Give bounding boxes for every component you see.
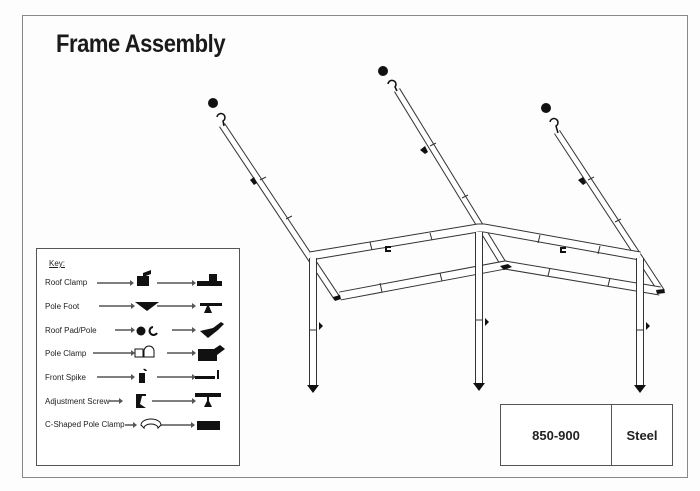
front-spike-result-icon: [195, 370, 219, 379]
key-label: Roof Pad/Pole: [45, 326, 97, 335]
key-item-front-spike: Front Spike: [45, 373, 86, 382]
c-shaped-clamp-icon: [140, 418, 162, 430]
key-label: Front Spike: [45, 373, 86, 382]
roof-pole-right: [554, 130, 665, 294]
pole-clamp-icon: [250, 177, 257, 185]
key-item-adjustment-screw: Adjustment Screw: [45, 397, 109, 406]
hook-icon: [148, 326, 158, 336]
roof-pad-icon: [136, 326, 146, 336]
key-item-roof-pad: Roof Pad/Pole: [45, 326, 97, 335]
roof-clamp-icon: [385, 246, 391, 252]
key-icons: [93, 270, 225, 430]
key-label: C-Shaped Pole Clamp: [45, 420, 125, 429]
page-border: [22, 15, 688, 478]
c-shaped-clamp-result-icon: [197, 421, 220, 430]
key-label: Roof Clamp: [45, 278, 88, 287]
key-label: Pole Foot: [45, 302, 80, 311]
roof-clamp-icon: [137, 270, 151, 286]
material-value: Steel: [626, 427, 658, 443]
pole-feet: [307, 383, 646, 393]
key-legend: Key: Roof Clamp Pole Foot Roof Pad/Pole …: [36, 248, 240, 466]
roof-pad-icon: [208, 98, 218, 108]
pole-foot-icon: [634, 385, 646, 393]
leg-poles: [309, 232, 644, 385]
roof-pole-left: [219, 123, 340, 300]
roof-pole-middle: [394, 88, 509, 270]
adjustment-screw-icon: [136, 394, 146, 408]
lower-ridge-pole: [339, 260, 661, 301]
roof-clamp-result-icon: [197, 274, 222, 286]
pole-clamp-icon: [420, 146, 428, 154]
key-item-c-shaped-clamp: C-Shaped Pole Clamp: [45, 420, 125, 429]
pole-clamp-result-icon: [198, 345, 225, 361]
roof-pad-result-icon: [200, 322, 224, 338]
roof-clamp-icon: [560, 247, 566, 253]
roof-pad-icon: [541, 103, 551, 113]
size-value: 850-900: [501, 405, 612, 465]
pole-clamp-icon: [134, 348, 144, 358]
key-label: Adjustment Screw: [45, 397, 110, 406]
roof-pads: [208, 66, 559, 134]
pole-clamp-icon: [578, 177, 586, 185]
pole-foot-result-icon: [200, 303, 222, 313]
page-title: Frame Assembly: [56, 30, 226, 58]
key-label: Pole Clamp: [45, 349, 87, 358]
adjustment-screw-result-icon: [195, 393, 221, 407]
roof-pad-icon: [378, 66, 388, 76]
key-item-roof-clamp: Roof Clamp: [45, 278, 87, 287]
front-spike-icon: [139, 368, 147, 383]
key-item-pole-foot: Pole Foot: [45, 302, 79, 311]
key-item-pole-clamp: Pole Clamp: [45, 349, 86, 358]
spec-table: 850-900 Steel: [500, 404, 673, 466]
pole-foot-icon: [135, 302, 159, 311]
joint-icon: [500, 264, 512, 270]
pole-foot-icon: [307, 385, 319, 393]
upper-ridge-pole: [309, 223, 641, 261]
key-heading: Key:: [49, 259, 66, 268]
pole-foot-icon: [473, 383, 485, 391]
clamps: [250, 146, 665, 330]
